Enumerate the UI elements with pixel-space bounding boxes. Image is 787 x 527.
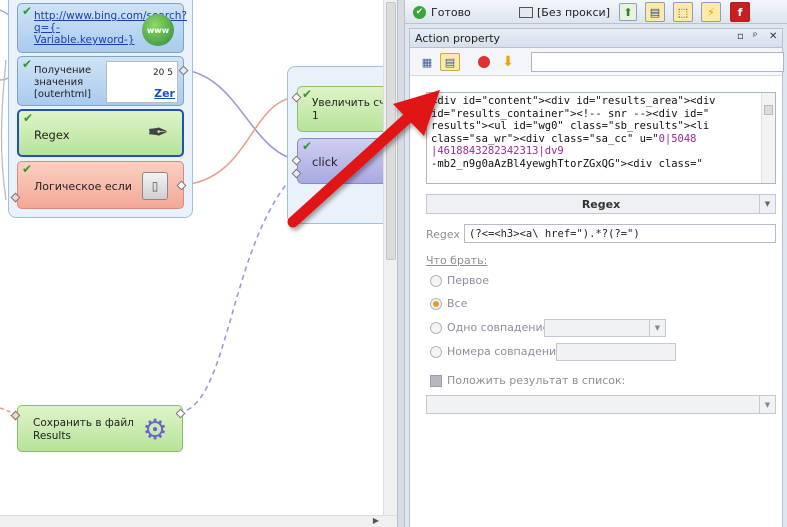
node-navigate-url[interactable]: ✔ http://www.bing.com/search?q={-Variabl… <box>17 3 187 53</box>
html-attr-number: |4618843282342313|dv9 <box>431 145 564 157</box>
chevron-down-icon[interactable]: ▼ <box>759 396 775 413</box>
table-view-icon[interactable]: ▦ <box>421 55 433 69</box>
preview-number: 20 5 <box>152 68 173 78</box>
radio-dot[interactable] <box>430 274 442 287</box>
check-icon: ✔ <box>302 139 313 153</box>
status-toolbar: ✔ Готово [Без прокси] ⬆ ▤ ⬚ ⚡ f <box>405 0 787 24</box>
restore-icon[interactable]: ▫ <box>737 31 744 42</box>
node-url-text[interactable]: http://www.bing.com/search?q={-Variable.… <box>34 10 187 46</box>
action-type-value: Regex <box>581 197 621 211</box>
frame-icon[interactable]: ⬚ <box>673 2 693 22</box>
arrow-down-icon[interactable]: ⬇ <box>502 54 514 70</box>
status-ok-icon: ✔ <box>413 5 426 19</box>
scroll-right-icon[interactable]: ▶ <box>372 516 379 525</box>
action-type-dropdown[interactable]: Regex ▼ <box>426 194 776 214</box>
html-source-line: class="sa_wr"><div class="sa_cc" u="0|50… <box>431 132 697 145</box>
node-save-file[interactable]: Сохранить в файл Results ⚙ <box>17 405 183 452</box>
value-preview: 20 5 Zer <box>106 61 178 103</box>
canvas-vertical-scrollbar[interactable] <box>383 0 397 515</box>
status-label: Готово <box>431 5 471 19</box>
preview-label: Zer <box>154 87 175 100</box>
put-to-list-checkbox[interactable]: Положить результат в список: <box>430 374 625 387</box>
canvas-horizontal-scrollbar[interactable]: ▶ <box>0 515 397 527</box>
radio-one-match-label: Одно совпадение <box>447 321 550 334</box>
check-icon: ✔ <box>22 57 33 71</box>
take-label: Что брать: <box>426 254 488 267</box>
node-regex[interactable]: ✔ Regex ✒ <box>17 109 184 157</box>
scroll-thumb[interactable] <box>386 2 396 260</box>
html-source-line: id="results_container"><!-- snr --><div … <box>431 107 710 120</box>
match-numbers-input[interactable] <box>556 343 676 361</box>
html-source-line: -mb2_n9g0aAzBl4yewghTtorZGxQG"><div clas… <box>431 157 703 170</box>
node-click-text: click <box>312 155 338 169</box>
edit-view-icon[interactable]: ▤ <box>440 53 460 71</box>
pane-splitter[interactable] <box>397 0 405 527</box>
radio-match-numbers[interactable]: Номера совпадений <box>430 345 563 358</box>
html-source-line: <div id="content"><div id="results_area"… <box>431 95 716 107</box>
regex-input[interactable]: (?<=<h3><a\ href=").*?(?=") <box>464 224 776 243</box>
radio-match-numbers-label: Номера совпадений <box>447 345 564 358</box>
radio-first[interactable]: Первое <box>430 274 489 287</box>
radio-dot-selected[interactable] <box>430 297 442 310</box>
gear-icon: ⚙ <box>142 412 168 446</box>
html-source-line: |4618843282342313|dv9 <box>431 145 564 157</box>
regex-label: Regex <box>426 228 460 241</box>
chevron-down-icon[interactable]: ▼ <box>649 320 665 336</box>
status-indicator: ✔ Готово <box>413 3 471 21</box>
node-logic-if[interactable]: ✔ Логическое если ▯ <box>17 161 184 209</box>
proxy-selector[interactable]: [Без прокси] <box>519 3 610 21</box>
switch-icon: ▯ <box>142 172 168 200</box>
radio-first-label: Первое <box>447 274 490 287</box>
node-logic-if-text: Логическое если <box>34 180 132 193</box>
radio-all[interactable]: Все <box>430 297 467 310</box>
export-icon[interactable]: ⬆ <box>619 3 637 21</box>
action-property-panel: ▦ ▤ ⬇ <div id="content"><div id="results… <box>409 48 784 527</box>
node-get-value[interactable]: ✔ Получение значения [outerhtml] 20 5 Ze… <box>17 56 184 106</box>
check-icon: ✔ <box>302 87 313 101</box>
check-icon: ✔ <box>23 111 34 125</box>
node-increment[interactable]: ✔ Увеличить сч на 1 <box>297 86 383 132</box>
panel-toolbar: ▦ ▤ ⬇ <box>410 48 784 76</box>
window-icon[interactable]: ▤ <box>645 2 665 22</box>
panel-title: Action property <box>415 31 501 45</box>
node-click[interactable]: ✔ click <box>297 138 383 184</box>
checkbox-box[interactable] <box>430 374 442 387</box>
node-increment-text: Увеличить сч на 1 <box>312 97 383 122</box>
radio-all-label: Все <box>447 297 468 310</box>
stop-icon[interactable] <box>474 53 494 71</box>
regex-value: (?<=<h3><a\ href=").*?(?=") <box>469 228 640 240</box>
html-attr-number: 0|5048 <box>658 132 697 145</box>
pin-icon[interactable]: ᵖ <box>753 31 758 42</box>
html-source-text: <div id="content"><div id="results_area"… <box>427 93 775 172</box>
scroll-thumb[interactable] <box>764 105 773 115</box>
list-select-dropdown[interactable]: ▼ <box>426 395 776 414</box>
close-icon[interactable]: ✕ <box>769 31 778 42</box>
connection-lines <box>0 9 298 415</box>
panel-search-input[interactable] <box>531 52 784 72</box>
html-source-line: results"><ul id="wg0" class="sb_results"… <box>431 120 710 132</box>
lightning-icon[interactable]: ⚡ <box>701 2 721 22</box>
proxy-icon <box>519 6 533 18</box>
put-to-list-label: Положить результат в список: <box>447 374 626 387</box>
chevron-down-icon[interactable]: ▼ <box>759 195 775 213</box>
node-regex-text: Regex <box>34 128 70 142</box>
check-icon: ✔ <box>22 4 33 18</box>
right-pane: ✔ Готово [Без прокси] ⬆ ▤ ⬚ ⚡ f Action p… <box>405 0 787 527</box>
node-save-file-text: Сохранить в файл Results <box>33 417 134 442</box>
html-source-scrollbar[interactable] <box>761 93 775 183</box>
check-icon: ✔ <box>22 162 33 176</box>
radio-dot[interactable] <box>430 345 442 358</box>
workflow-canvas[interactable]: ✔ http://www.bing.com/search?q={-Variabl… <box>0 0 383 515</box>
flash-icon[interactable]: f <box>730 2 750 22</box>
pen-nib-icon: ✒ <box>147 118 169 148</box>
html-source-view[interactable]: <div id="content"><div id="results_area"… <box>426 92 776 184</box>
radio-dot[interactable] <box>430 321 442 334</box>
radio-one-match[interactable]: Одно совпадение <box>430 321 549 334</box>
panel-header: Action property ▫ ᵖ ✕ <box>409 28 783 48</box>
match-index-dropdown[interactable]: ▼ <box>544 319 666 337</box>
web-globe-icon: www <box>142 14 174 46</box>
proxy-label: [Без прокси] <box>537 5 610 19</box>
node-get-value-text: Получение значения [outerhtml] <box>34 65 92 100</box>
